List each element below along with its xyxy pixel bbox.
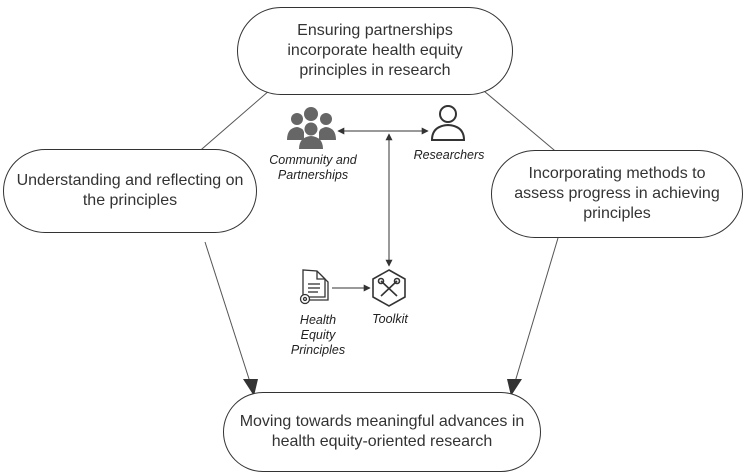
arrowhead-right-bottom [507, 379, 522, 396]
node-incorporating-methods: Incorporating methods to assess progress… [491, 150, 743, 238]
tools-hexagon-icon [372, 269, 406, 307]
edge-right-to-bottom [514, 237, 559, 383]
node-meaningful-advances: Moving towards meaningful advances in he… [223, 392, 541, 472]
node-ensuring-partnerships: Ensuring partnerships incorporate health… [237, 7, 513, 95]
edge-left-to-bottom [204, 241, 251, 383]
person-icon [430, 105, 466, 141]
edge-top-to-left [194, 89, 271, 156]
node-meaningful-advances-label: Moving towards meaningful advances in he… [239, 413, 525, 450]
people-group-icon [287, 107, 336, 149]
node-ensuring-partnerships-label: Ensuring partnerships incorporate health… [287, 22, 463, 79]
label-community-partnerships: Community and Partnerships [269, 153, 357, 182]
document-gear-icon [299, 269, 329, 305]
node-understanding-principles: Understanding and reflecting on the prin… [3, 149, 257, 233]
label-health-equity-principles: Health Equity Principles [290, 313, 346, 357]
label-researchers: Researchers [413, 148, 485, 162]
edge-top-to-right [477, 85, 561, 156]
label-toolkit: Toolkit [372, 312, 408, 326]
node-incorporating-methods-label: Incorporating methods to assess progress… [514, 165, 720, 222]
node-understanding-principles-label: Understanding and reflecting on the prin… [16, 172, 244, 209]
arrowhead-left-bottom [243, 379, 258, 396]
